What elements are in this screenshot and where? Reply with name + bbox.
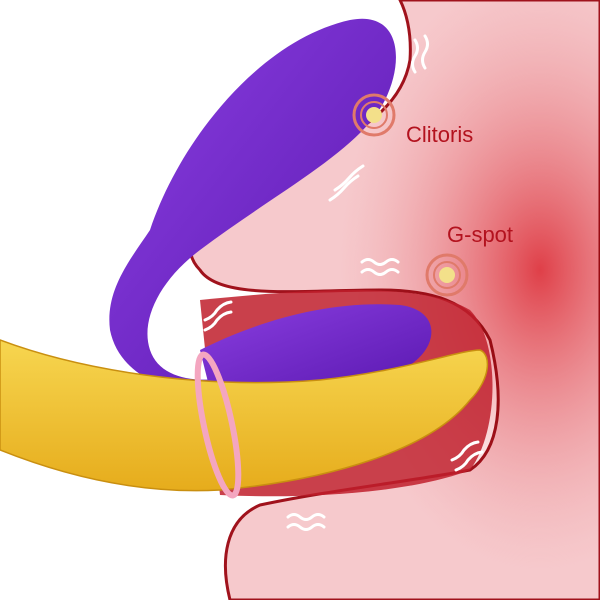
gspot-label: G-spot bbox=[447, 222, 514, 247]
clitoris-label: Clitoris bbox=[406, 122, 474, 147]
vibration-icon bbox=[328, 164, 365, 202]
banana bbox=[0, 339, 489, 492]
vibration-icon bbox=[450, 440, 484, 472]
vibration-icon bbox=[411, 34, 429, 74]
gspot-target-icon bbox=[425, 253, 469, 297]
vibration-icon bbox=[360, 258, 400, 276]
device-external-arm bbox=[109, 18, 396, 393]
device-internal-arm bbox=[200, 304, 432, 390]
vibration-icon bbox=[286, 513, 326, 531]
ring bbox=[194, 351, 242, 499]
vibration-icon bbox=[203, 300, 233, 332]
clitoris-target-icon bbox=[352, 93, 396, 137]
